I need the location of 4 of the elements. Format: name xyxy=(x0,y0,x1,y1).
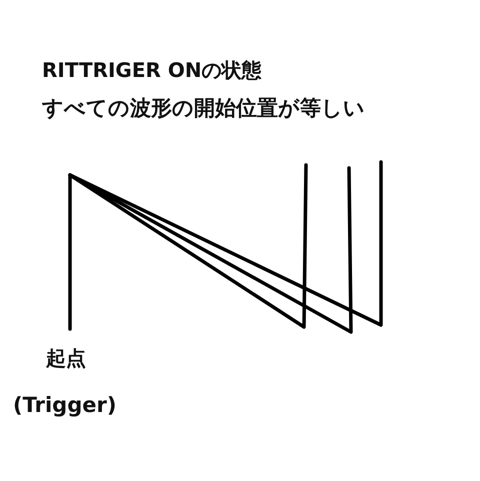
start-point-label: 起点 xyxy=(46,346,86,370)
subtitle: すべての波形の開始位置が等しい xyxy=(42,96,365,122)
title: RITTRIGER ONの状態 xyxy=(42,58,262,82)
trigger-label: (Trigger) xyxy=(13,393,116,418)
